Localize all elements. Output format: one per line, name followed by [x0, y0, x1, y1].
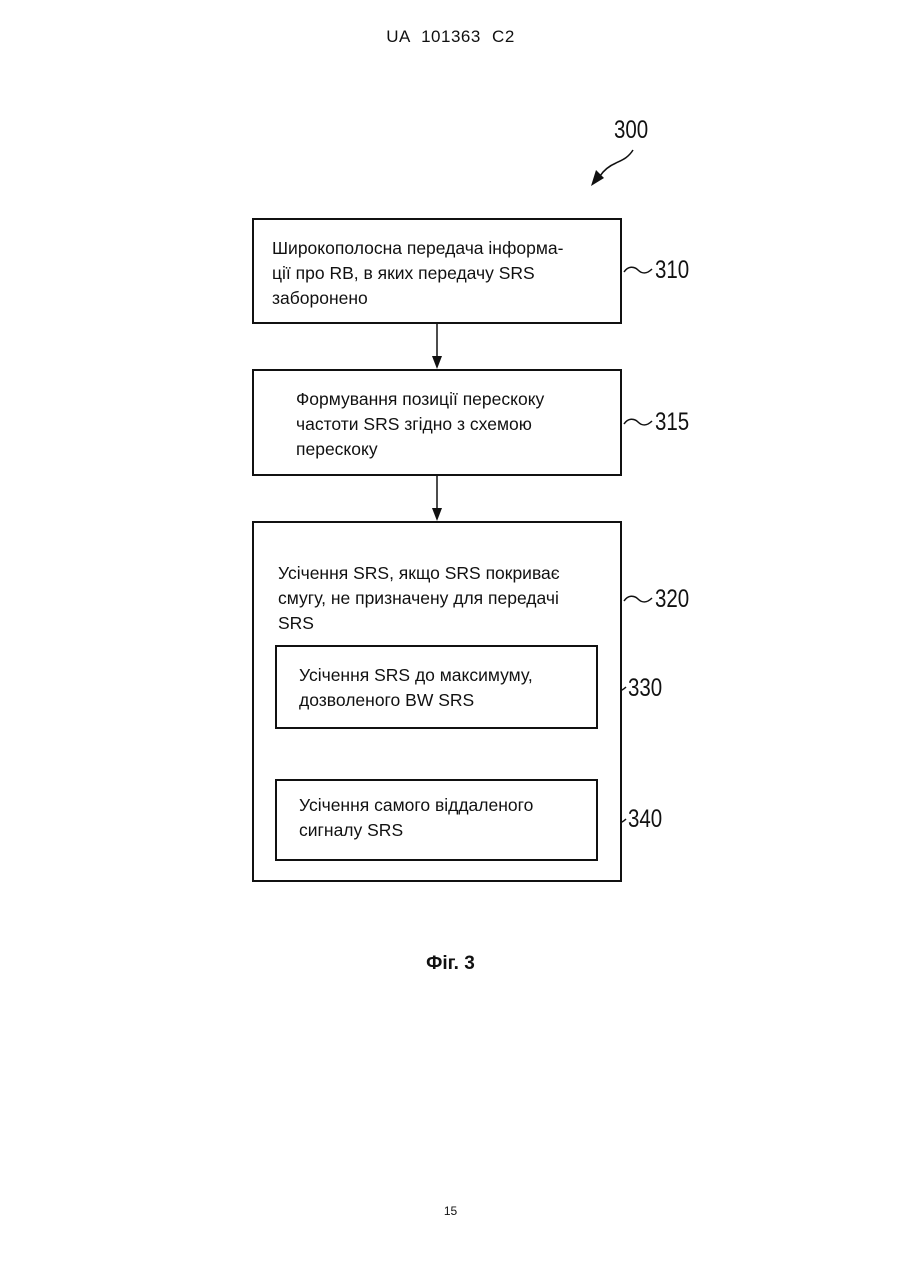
ref-label-340: 340 — [628, 805, 662, 834]
process-box-340: Усічення самого віддаленого сигналу SRS — [275, 779, 598, 861]
process-box-310-text: Широкополосна передача інформа- ції про … — [272, 236, 563, 311]
ref-label-330: 330 — [628, 674, 662, 703]
arrowhead-320 — [432, 508, 442, 521]
process-box-330: Усічення SRS до максимуму, дозволеного B… — [275, 645, 598, 729]
process-box-340-text: Усічення самого віддаленого сигналу SRS — [299, 793, 533, 843]
ref-label-300: 300 — [614, 116, 648, 145]
process-box-330-text: Усічення SRS до максимуму, дозволеного B… — [299, 663, 533, 713]
process-box-320-text: Усічення SRS, якщо SRS покриває смугу, н… — [278, 561, 560, 636]
process-box-310: Широкополосна передача інформа- ції про … — [252, 218, 622, 324]
leader-310 — [624, 267, 652, 273]
ref-label-310: 310 — [655, 256, 689, 285]
ref-label-315: 315 — [655, 408, 689, 437]
ref-300-arrow — [600, 150, 633, 176]
leader-315 — [624, 419, 652, 425]
arrowhead-315 — [432, 356, 442, 369]
process-box-315-text: Формування позиції перескоку частоти SRS… — [296, 387, 544, 462]
figure-caption: Фіг. 3 — [0, 953, 901, 975]
leader-320 — [624, 596, 652, 602]
process-box-315: Формування позиції перескоку частоти SRS… — [252, 369, 622, 476]
page-number: 15 — [0, 1204, 901, 1218]
ref-label-320: 320 — [655, 585, 689, 614]
